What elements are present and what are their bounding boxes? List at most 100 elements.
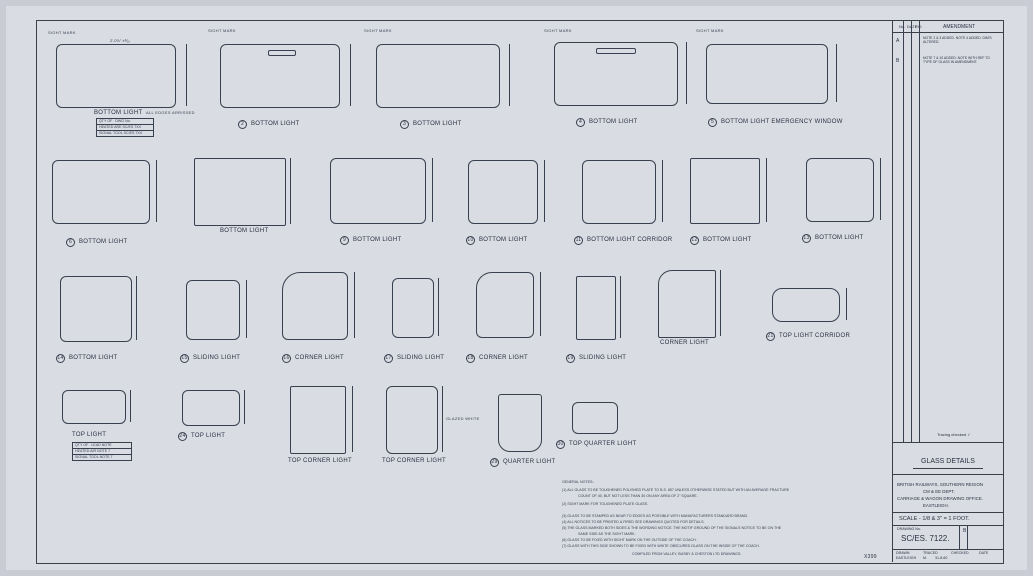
view-21-outline (772, 288, 840, 322)
footer-date-value: 31-8-60 (935, 556, 948, 560)
view-10-outline (468, 160, 538, 224)
view-1-outline (56, 44, 176, 108)
sight-mark-note-5: SIGHT MARK (696, 28, 724, 33)
view-9-outline (330, 158, 426, 224)
sheet-letter: B (963, 528, 967, 534)
view-26-label: TOP CORNER LIGHT (288, 458, 352, 464)
view-1-edges-note: ALL EDGES ARRISSED (146, 110, 195, 115)
view-15-section (246, 280, 247, 338)
amend-col-no: No. (899, 24, 905, 29)
general-note-6: (6) GLASS TO BE FIXED WITH SIGHT MARK ON… (562, 538, 697, 542)
view-20-outline (658, 270, 716, 338)
general-note-7: (7) GLASS WITH THIS SIDE SHOWN TO BE FIX… (562, 544, 760, 548)
footer-drawn-label: DRAWN (896, 551, 910, 555)
view-29-outline (498, 394, 542, 452)
traced-note: Tracing checked ✓ (937, 432, 971, 437)
sight-mark-note-2: SIGHT MARK (208, 28, 236, 33)
sight-mark-note-3: SIGHT MARK (364, 28, 392, 33)
sight-mark-note-4: SIGHT MARK (544, 28, 572, 33)
general-note-2: (2) SIGHT MARK FOR TOUGHENED PLATE GLASS… (562, 502, 649, 506)
view-26-section (352, 386, 353, 452)
view-13-section (880, 158, 881, 220)
view-18-outline (476, 272, 534, 338)
view-11-section (662, 160, 663, 222)
drawing-no-label: DRAWING No. (897, 527, 921, 531)
drawing-border (36, 20, 1004, 564)
view-1-table: QTY OF DWG No. HEATED ARE SC/ES 7XX SIGN… (96, 118, 154, 137)
view-16-section (354, 272, 355, 338)
view-20-label: CORNER LIGHT (660, 340, 709, 346)
view-12-outline (690, 158, 760, 224)
view-7-label: BOTTOM LIGHT (220, 228, 269, 234)
scale-text: SCALE - 1/8 & 3" = 1 FOOT. (899, 516, 970, 522)
view-17-section (438, 278, 439, 336)
org-line-2: CM & EE DEPT. (923, 489, 955, 494)
view-18-section (540, 272, 541, 336)
general-note-5b: SAME SIDE AS THE SIGHT MARK. (578, 532, 636, 536)
view-1-section (186, 44, 187, 106)
amend-col-date: DATE (907, 24, 918, 29)
view-5-section (836, 44, 837, 102)
view-12-section (766, 158, 767, 222)
view-14-outline (60, 276, 132, 342)
amendment-b-letter: B (896, 58, 900, 64)
view-16-outline (282, 272, 348, 340)
view-21-section (846, 288, 847, 320)
view-7-outline (194, 158, 286, 226)
view-2-section (350, 44, 351, 106)
general-note-3: (3) GLASS TO BE STAMPED AS NEAR TO EDGES… (562, 514, 749, 518)
org-line-1: BRITISH RAILWAYS, SOUTHERN REGION (897, 482, 984, 487)
view-24-section (244, 390, 245, 424)
general-note-1b: COUNT OF 40, BUT NOT LESS THAN 30 ON ANY… (578, 494, 698, 498)
view-6-section (156, 160, 157, 222)
footer-date-label: DATE (979, 551, 989, 555)
view-22-table: QTY OF LEAD NOTE HEATED AIR NOTE 7 SIGNA… (72, 442, 132, 461)
view-24-outline (182, 390, 240, 426)
view-3-outline (376, 44, 500, 108)
view-30-outline (572, 402, 618, 434)
view-19-outline (576, 276, 616, 340)
view-11-outline (582, 160, 656, 224)
view-5-outline (706, 44, 828, 104)
view-17-outline (392, 278, 434, 338)
view-27-section (442, 386, 443, 452)
title-block: No. DATE FIG AMENDMENT A NOTE 2 & 3 ADDE… (892, 20, 1003, 562)
view-7-section (290, 158, 291, 224)
view-13-outline (806, 158, 874, 222)
footer-traced-label: TRACED (923, 551, 938, 555)
view-19-section (620, 276, 621, 338)
view-22-outline (62, 390, 126, 424)
view-3-section (509, 44, 510, 106)
glazed-white-note: GLAZED WHITE (446, 416, 480, 421)
amendment-b-text: NOTE 7 & 10 ADDED. NOTE WITH REF TO TYPE… (923, 56, 990, 64)
view-1-label: BOTTOM LIGHT (94, 110, 143, 116)
view-1-width-dim: 2'-0⅞" ±⅟₁₆ (110, 38, 130, 43)
amend-col-fig: FIG (915, 24, 922, 29)
drawing-number: SC/ES. 7122. (901, 534, 950, 543)
general-note-1: (1) ALL GLASS TO BE TOUGHENED POLISHED P… (562, 488, 790, 492)
general-notes-heading: GENERAL NOTES:- (562, 480, 595, 484)
view-26-outline (290, 386, 346, 454)
amendment-a-letter: A (896, 38, 900, 44)
view-2-outline (220, 44, 340, 108)
drawing-title: GLASS DETAILS (921, 458, 975, 465)
view-27-outline (386, 386, 438, 454)
view-9-section (432, 158, 433, 222)
amendment-header: AMENDMENT (943, 24, 976, 30)
